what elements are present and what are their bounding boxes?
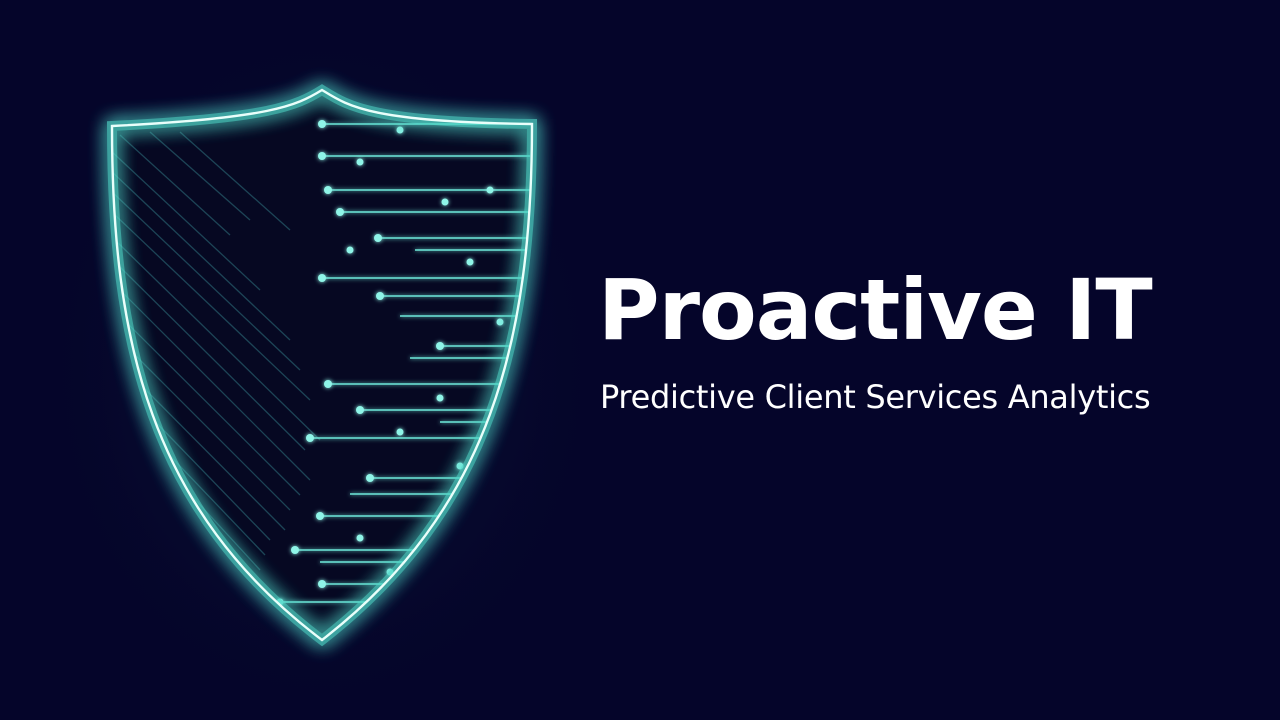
slide-title: Proactive IT (598, 261, 1153, 359)
shield-graphic (60, 40, 600, 700)
shield-icon (62, 50, 582, 690)
slide-subtitle: Predictive Client Services Analytics (600, 378, 1151, 416)
